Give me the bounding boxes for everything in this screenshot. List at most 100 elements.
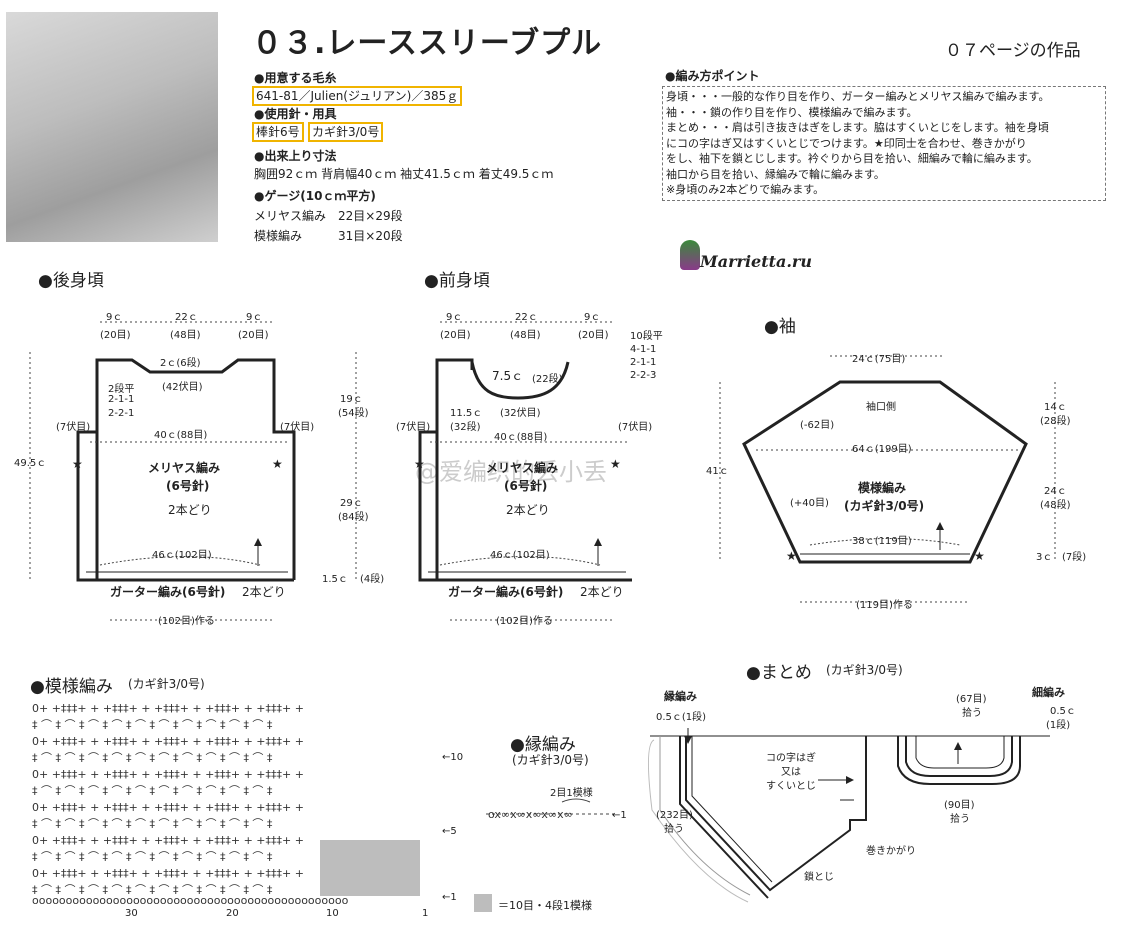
back-strands: 2本どり bbox=[168, 503, 212, 517]
front-strands: 2本どり bbox=[506, 503, 550, 517]
model-photo bbox=[6, 12, 218, 242]
back-body-diagram: ★ ★ bbox=[29, 321, 296, 621]
pattern-foundation: oooooooooooooooooooooooooooooooooooooooo… bbox=[32, 894, 349, 907]
front-garter: ガーター編み(6号針) bbox=[448, 585, 564, 599]
sleeve-top: 24ｃ(75目) bbox=[852, 354, 906, 365]
finishing-pick2: (67目) bbox=[956, 694, 987, 705]
back-top-left: 9ｃ bbox=[106, 312, 123, 323]
front-armhole-left: (7伏目) bbox=[396, 422, 431, 433]
pattern-tick-30: 30 bbox=[125, 908, 138, 919]
tip-line: 袖・・・鎖の作り目を作り、模様編みで編みます。 bbox=[666, 105, 918, 119]
back-garter: ガーター編み(6号針) bbox=[110, 585, 226, 599]
tips-box: 身頃・・・一般的な作り目を作り、ガーター編みとメリヤス編みで編みます。 袖・・・… bbox=[662, 86, 1106, 201]
tip-line: をし、袖下を鎖とじします。衿ぐりから目を拾い、細編みで輪に編みます。 bbox=[666, 152, 1038, 165]
front-dec-3: 2-1-1 bbox=[630, 357, 657, 368]
sleeve-cast-on: (119目)作る bbox=[856, 600, 913, 611]
finishing-join: コの字はぎ 又は すくいとじ bbox=[766, 752, 816, 794]
tip-line: まとめ・・・肩は引き抜きはぎをします。脇はすくいとじをします。袖を身頃 bbox=[666, 121, 1049, 134]
front-neck-depth: 7.5ｃ bbox=[492, 369, 524, 383]
sleeve-bottom: 38ｃ(119目) bbox=[852, 536, 912, 547]
front-armhole-right: (7伏目) bbox=[618, 422, 653, 433]
back-dec-3: 2-2-1 bbox=[108, 408, 135, 419]
needle-info: 棒針6号 bbox=[252, 122, 304, 142]
finishing-pick3: (90目) bbox=[944, 800, 975, 811]
back-armhole-left: (7伏目) bbox=[56, 422, 91, 433]
back-garter-strands: 2本どり bbox=[242, 585, 286, 599]
back-sts-left: (20目) bbox=[100, 330, 131, 341]
edging-heading: ●縁編み bbox=[510, 735, 576, 755]
back-top-right: 9ｃ bbox=[246, 312, 263, 323]
back-neck-depth: 2ｃ(6段) bbox=[160, 358, 201, 369]
pattern-tick-10: 10 bbox=[326, 908, 339, 919]
back-hem-width: 46ｃ(102目) bbox=[152, 550, 212, 561]
yarn-info: 641-81／Julien(ジュリアン)／385ｇ bbox=[252, 86, 463, 106]
finishing-pick1: (232目) bbox=[656, 810, 693, 821]
logo-text: Marrietta.ru bbox=[700, 252, 812, 271]
pattern-row: 0+ +‡‡‡+ + +‡‡‡+ + +‡‡‡+ + +‡‡‡+ + +‡‡‡+… bbox=[32, 702, 304, 715]
pattern-tick-20: 20 bbox=[226, 908, 239, 919]
pattern-tick-1: 1 bbox=[422, 908, 429, 919]
front-arm-rows: (32段) bbox=[450, 422, 481, 433]
tip-line: 袖口から目を拾い、縁編みで輪に編みます。 bbox=[666, 167, 885, 181]
front-dec-4: 2-2-3 bbox=[630, 370, 657, 381]
yarn-heading: ●用意する毛糸 bbox=[254, 71, 337, 85]
sleeve-diagram: ★ ★ bbox=[719, 355, 1056, 603]
back-sts-right: (20目) bbox=[238, 330, 269, 341]
back-length: 49.5ｃ bbox=[14, 458, 47, 469]
finishing-join-3: すくいとじ bbox=[766, 781, 816, 792]
tip-line: 身頃・・・一般的な作り目を作り、ガーター編みとメリヤス編みで編みます。 bbox=[666, 90, 1050, 103]
hook-info: カギ針3/0号 bbox=[308, 122, 384, 142]
tools-heading: ●使用針・用具 bbox=[254, 107, 337, 121]
finishing-sc-label: 細編み bbox=[1032, 686, 1065, 699]
front-v1: 19ｃ bbox=[340, 394, 363, 405]
svg-text:★: ★ bbox=[786, 549, 797, 563]
legend-text: ＝10目・4段1模様 bbox=[498, 899, 592, 912]
sleeve-hook: (カギ針3/0号) bbox=[844, 499, 925, 513]
edging-sub: (カギ針3/0号) bbox=[512, 753, 589, 767]
pattern-row: 0+ +‡‡‡+ + +‡‡‡+ + +‡‡‡+ + +‡‡‡+ + +‡‡‡+… bbox=[32, 768, 304, 781]
edging-repeat: 2目1模様 bbox=[550, 788, 593, 799]
back-heading: ●後身頃 bbox=[38, 271, 104, 291]
svg-text:★: ★ bbox=[72, 457, 83, 471]
back-width: 40ｃ(88目) bbox=[154, 430, 208, 441]
finishing-pick2-b: 拾う bbox=[962, 708, 982, 719]
size-heading: ●出来上り寸法 bbox=[254, 149, 337, 163]
front-v3-rows: (4段) bbox=[360, 574, 385, 585]
legend-swatch bbox=[474, 894, 492, 912]
finishing-whip: 巻きかがり bbox=[866, 846, 916, 857]
svg-text:★: ★ bbox=[974, 549, 985, 563]
sleeve-width: 64ｃ(199目) bbox=[852, 444, 912, 455]
front-v2-rows: (84段) bbox=[338, 512, 369, 523]
tip-line: ※身頃のみ2本どりで編みます。 bbox=[666, 183, 825, 196]
front-v2: 29ｃ bbox=[340, 498, 363, 509]
front-sts-mid: (48目) bbox=[510, 330, 541, 341]
sleeve-r3-rows: (7段) bbox=[1062, 552, 1087, 563]
svg-text:ox∞x∞x∞x∞x∞: ox∞x∞x∞x∞x∞ bbox=[488, 808, 573, 821]
sleeve-r2: 24ｃ bbox=[1044, 486, 1067, 497]
front-neck-rows: (22段) bbox=[532, 374, 563, 385]
back-needle: (6号針) bbox=[166, 479, 210, 493]
front-garter-strands: 2本どり bbox=[580, 585, 624, 599]
tips-heading: ●編み方ポイント bbox=[665, 69, 760, 83]
tip-line: にコの字はぎ又はすくいとじでつけます。★印同士を合わせ、巻きかがり bbox=[666, 136, 1027, 150]
finishing-chain: 鎖とじ bbox=[804, 872, 834, 883]
finishing-sc-width: 0.5ｃ bbox=[1050, 706, 1076, 717]
front-v1-rows: (54段) bbox=[338, 408, 369, 419]
logo-figure-icon bbox=[680, 240, 700, 270]
back-armhole-right: (7伏目) bbox=[280, 422, 315, 433]
gauge-stockinette: メリヤス編み 22目×29段 bbox=[254, 209, 403, 223]
page-title: ０３.レーススリーブプル bbox=[252, 26, 603, 61]
pattern-row: 0+ +‡‡‡+ + +‡‡‡+ + +‡‡‡+ + +‡‡‡+ + +‡‡‡+… bbox=[32, 867, 304, 880]
back-neck-bindoff: (42伏目) bbox=[162, 382, 203, 393]
finishing-join-1: コの字はぎ bbox=[766, 753, 816, 764]
front-width: 40ｃ(88目) bbox=[494, 432, 548, 443]
back-fabric: メリヤス編み bbox=[148, 461, 221, 475]
pattern-row: 0+ +‡‡‡+ + +‡‡‡+ + +‡‡‡+ + +‡‡‡+ + +‡‡‡+… bbox=[32, 735, 304, 748]
pattern-row: ‡ ⌒ ‡ ⌒ ‡ ⌒ ‡ ⌒ ‡ ⌒ ‡ ⌒ ‡ ⌒ ‡ ⌒ ‡ ⌒ ‡ ⌒ … bbox=[32, 884, 273, 897]
finishing-sub: (カギ針3/0号) bbox=[826, 663, 903, 677]
front-dec: 10段平 4-1-1 2-1-1 2-2-3 bbox=[630, 330, 663, 382]
sleeve-decrease: (-62目) bbox=[800, 420, 835, 431]
finishing-pick1-b: 拾う bbox=[664, 824, 684, 835]
front-sts-left: (20目) bbox=[440, 330, 471, 341]
pattern-heading: ●模様編み bbox=[30, 677, 113, 697]
